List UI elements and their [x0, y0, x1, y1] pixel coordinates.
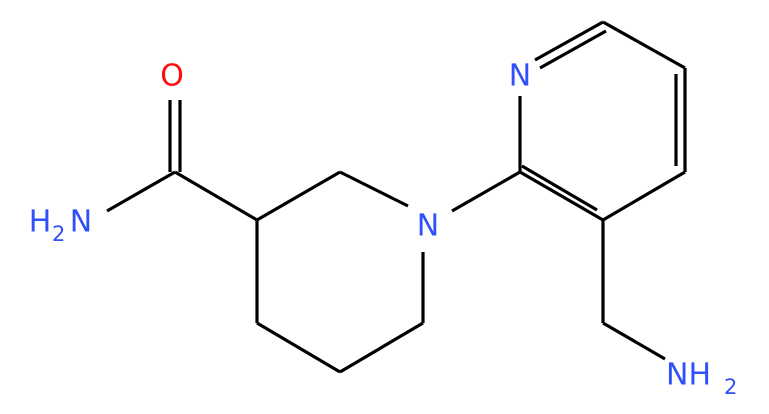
piperidine-ring — [255, 170, 425, 374]
amide-h-subscript: 2 — [52, 222, 65, 246]
bond-c2-c3 — [256, 170, 341, 222]
carbonyl-oxygen-label: O — [160, 59, 184, 94]
bond-c6-c5 — [602, 20, 686, 70]
bond-c3-carbonyl — [174, 170, 258, 222]
amine-nh-label: NH — [666, 358, 711, 393]
bond-c4-c3 — [602, 170, 686, 222]
amide-nh2-label: H 2 N — [29, 205, 93, 247]
pyridine-nitrogen-label: N — [509, 59, 531, 94]
bond-c4-c5 — [256, 321, 341, 374]
bond-c5-c6 — [339, 321, 424, 374]
carboxamide-group — [106, 100, 258, 222]
bond-n-c6 — [534, 20, 604, 62]
aminomethyl-group — [601, 220, 666, 361]
bond-c3-c2-double — [521, 164, 598, 212]
bond-c3-c2 — [519, 170, 604, 222]
piperidine-nitrogen-label: N — [417, 209, 439, 244]
bond-ch2-nh2 — [602, 321, 666, 361]
amine-nh2-label: NH 2 — [666, 358, 737, 400]
bond-c5-c6-double — [539, 29, 607, 70]
amide-h-label: H — [29, 205, 52, 240]
amide-n-label: N — [70, 205, 92, 240]
pyridine-ring — [518, 20, 687, 222]
bond-n1-c2 — [339, 170, 409, 208]
bond-carbonyl-nh2 — [106, 170, 176, 213]
amine-subscript: 2 — [724, 375, 737, 399]
bond-pyridine-piperidine — [451, 170, 521, 213]
